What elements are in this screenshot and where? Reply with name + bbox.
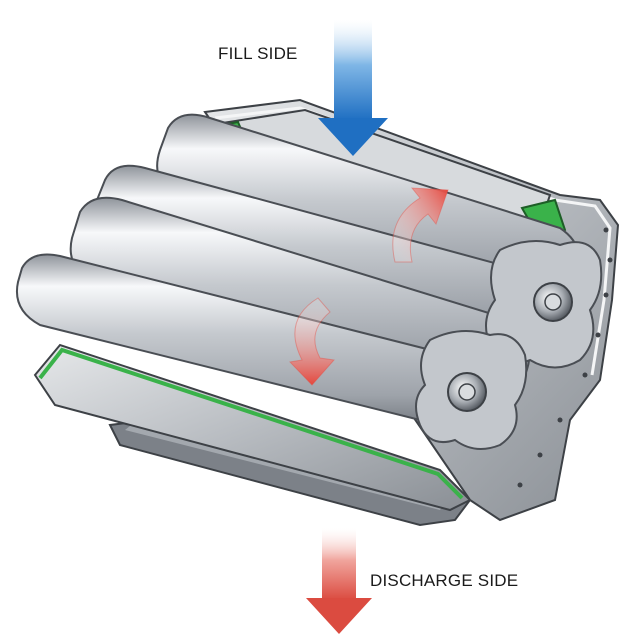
rotation-arrow-down-icon [288, 297, 335, 386]
shaft-bolt-upper-core [544, 293, 562, 311]
rotation-arrow-up-icon [392, 187, 449, 263]
fill-arrow-icon [318, 20, 388, 156]
fill-side-label: FILL SIDE [218, 44, 298, 63]
discharge-side-label: DISCHARGE SIDE [370, 571, 519, 590]
discharge-arrow-icon [306, 528, 372, 634]
housing-bolt-holes [517, 227, 613, 488]
shaft-bolt-lower-core [458, 383, 476, 401]
